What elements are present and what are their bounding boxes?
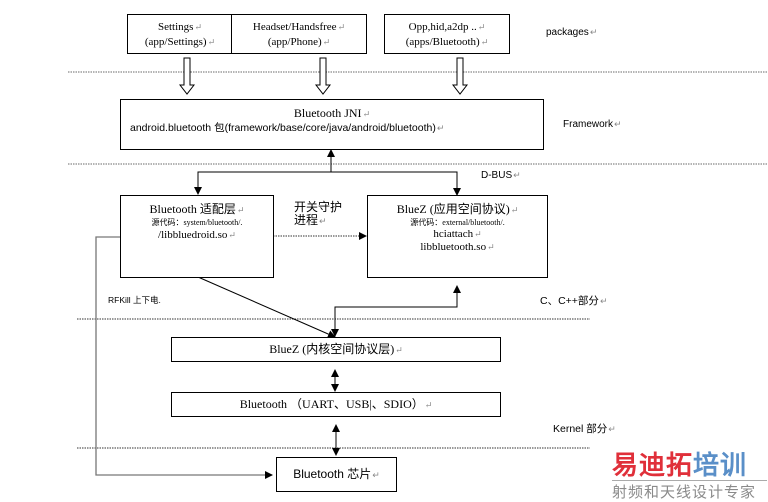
layer-label-framework: Framework↵ bbox=[563, 119, 622, 130]
jni-box: Bluetooth JNI↵ android.bluetooth 包(frame… bbox=[120, 99, 544, 150]
bluez-user-hciattach: hciattach bbox=[433, 228, 474, 240]
bluez-kernel-title: BlueZ (内核空间协议层) bbox=[269, 342, 395, 356]
watermark-red-text: 易迪拓 bbox=[612, 451, 694, 481]
adapter-source: 源代码：system/bluetooth/. bbox=[151, 218, 243, 227]
package-path: (apps/Bluetooth) bbox=[405, 36, 480, 48]
return-mark-icon: ↵ bbox=[477, 22, 486, 32]
bluez-user-lib: libbluetooth.so bbox=[420, 241, 487, 253]
hollow-arrow-down-icon bbox=[314, 57, 332, 95]
layer-label-text: C、C++部分 bbox=[540, 295, 599, 307]
layer-label-dbus: D-BUS↵ bbox=[481, 170, 521, 181]
return-mark-icon: ↵ bbox=[319, 216, 327, 226]
package-name: Headset/Handsfree bbox=[252, 21, 337, 33]
return-mark-icon: ↵ bbox=[395, 345, 403, 355]
chip-title: Bluetooth 芯片 bbox=[293, 467, 372, 481]
package-path: (app/Settings) bbox=[144, 36, 207, 48]
return-mark-icon: ↵ bbox=[337, 22, 346, 32]
daemon-label-line2: 进程 bbox=[294, 213, 319, 227]
jni-title: Bluetooth JNI bbox=[293, 106, 362, 120]
hollow-arrow-down-icon bbox=[451, 57, 469, 95]
layer-label-text: packages bbox=[546, 27, 589, 38]
package-box-phone: Headset/Handsfree↵ (app/Phone)↵ bbox=[231, 14, 367, 54]
rfkill-label: RFKill 上下电. bbox=[108, 295, 161, 305]
adapter-title: Bluetooth 适配层 bbox=[149, 202, 236, 216]
jni-to-bluez-line bbox=[331, 171, 461, 196]
package-box-bluetooth: Opp,hid,a2dp ..↵ (apps/Bluetooth)↵ bbox=[384, 14, 510, 54]
daemon-label-line1: 开关守护 bbox=[294, 200, 343, 214]
watermark-divider bbox=[612, 480, 767, 481]
rfkill-line bbox=[95, 236, 273, 479]
return-mark-icon: ↵ bbox=[194, 22, 202, 32]
return-mark-icon: ↵ bbox=[474, 229, 482, 239]
adapter-lib: /libbluedroid.so bbox=[158, 229, 228, 241]
daemon-label: 开关守护 进程↵ bbox=[294, 201, 342, 228]
hollow-arrow-down-icon bbox=[178, 57, 196, 95]
jni-to-adapter-line bbox=[194, 171, 331, 195]
bluez-user-kernel-line bbox=[331, 285, 461, 337]
return-mark-icon: ↵ bbox=[608, 424, 616, 434]
return-mark-icon: ↵ bbox=[487, 242, 495, 252]
return-mark-icon: ↵ bbox=[322, 37, 331, 47]
bluez-user-source: 源代码：external/bluetooth/. bbox=[410, 218, 505, 227]
package-name: Opp,hid,a2dp .. bbox=[408, 21, 477, 33]
layer-label-kernel: Kernel 部分↵ bbox=[553, 421, 616, 436]
adapter-box: Bluetooth 适配层↵ 源代码：system/bluetooth/. /l… bbox=[120, 195, 274, 278]
adapter-to-kernel-line bbox=[197, 276, 336, 338]
return-mark-icon: ↵ bbox=[589, 27, 598, 37]
return-mark-icon: ↵ bbox=[372, 470, 380, 480]
driver-box: Bluetooth （UART、USB|、SDIO）↵ bbox=[171, 392, 501, 417]
watermark-logo: 易迪拓培训 bbox=[612, 445, 747, 482]
return-mark-icon: ↵ bbox=[207, 37, 216, 47]
package-box-settings: Settings↵ (app/Settings)↵ bbox=[127, 14, 233, 54]
return-mark-icon: ↵ bbox=[510, 205, 519, 215]
bluez-kernel-box: BlueZ (内核空间协议层)↵ bbox=[171, 337, 501, 362]
layer-label-packages: packages↵ bbox=[546, 27, 597, 38]
layer-label-text: Kernel 部分 bbox=[553, 423, 608, 435]
return-mark-icon: ↵ bbox=[436, 123, 445, 133]
layer-label-c-cpp: C、C++部分↵ bbox=[540, 293, 607, 308]
package-path: (app/Phone) bbox=[267, 36, 322, 48]
jni-path: android.bluetooth 包(framework/base/core/… bbox=[130, 122, 436, 134]
return-mark-icon: ↵ bbox=[599, 296, 608, 306]
return-mark-icon: ↵ bbox=[228, 230, 236, 240]
return-mark-icon: ↵ bbox=[513, 170, 521, 180]
return-mark-icon: ↵ bbox=[480, 37, 489, 47]
bluez-user-box: BlueZ (应用空间协议)↵ 源代码：external/bluetooth/.… bbox=[367, 195, 548, 278]
bluez-user-title: BlueZ (应用空间协议) bbox=[396, 202, 510, 216]
return-mark-icon: ↵ bbox=[424, 400, 433, 410]
return-mark-icon: ↵ bbox=[236, 205, 245, 215]
chip-box: Bluetooth 芯片↵ bbox=[276, 457, 397, 492]
package-name: Settings bbox=[158, 21, 194, 33]
layer-label-text: D-BUS bbox=[481, 170, 513, 181]
return-mark-icon: ↵ bbox=[362, 109, 371, 119]
watermark-subtitle: 射频和天线设计专家 bbox=[612, 483, 757, 501]
layer-label-text: Framework bbox=[563, 119, 614, 130]
return-mark-icon: ↵ bbox=[614, 119, 622, 129]
watermark-blue-text: 培训 bbox=[693, 451, 748, 481]
driver-title: Bluetooth （UART、USB|、SDIO） bbox=[239, 397, 424, 411]
